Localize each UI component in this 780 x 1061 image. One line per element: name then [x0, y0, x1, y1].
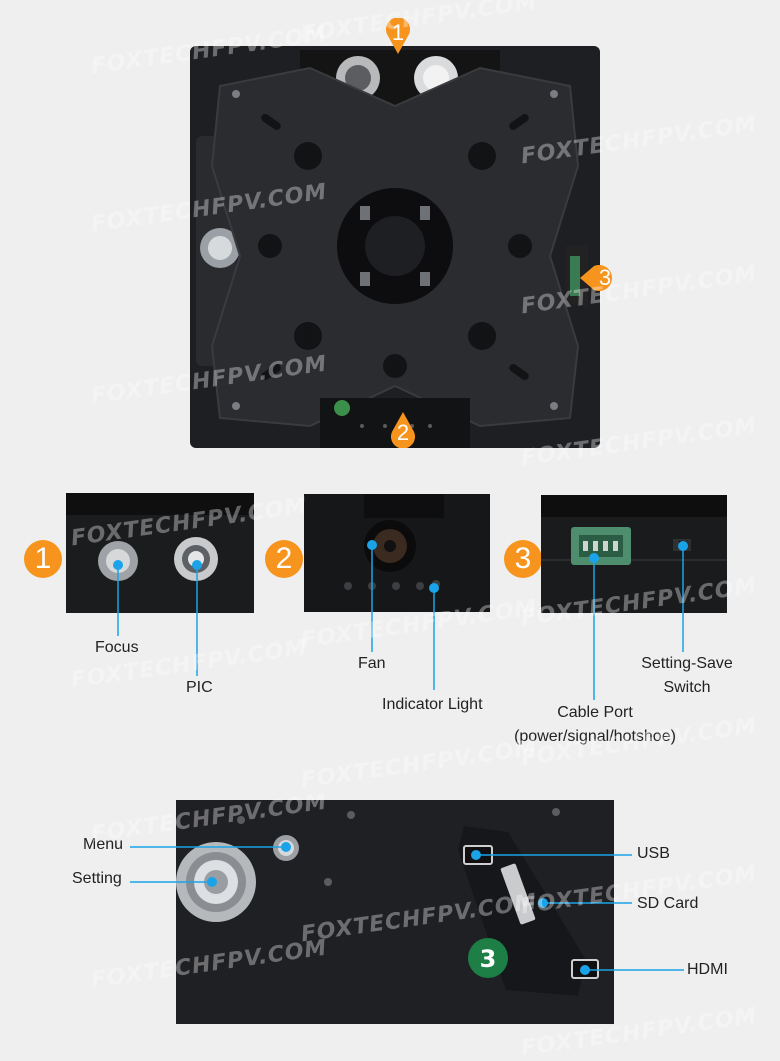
watermark: FOXTECHFPV.COM — [299, 0, 539, 48]
section-badge-2: 2 — [265, 540, 303, 578]
label-sd-card: SD Card — [637, 895, 699, 912]
pin-badge-1: 1 — [385, 17, 411, 54]
label-indicator-light: Indicator Light — [382, 696, 483, 713]
label-fan: Fan — [358, 655, 386, 672]
device-sticker-number: 3 — [480, 945, 497, 973]
label-cable-port-line1: Cable Port — [557, 704, 633, 721]
label-setting-save-line1: Setting-Save — [641, 655, 733, 672]
cable-port-closeup-photo — [541, 495, 727, 613]
label-focus: Focus — [95, 639, 139, 656]
buttons-closeup-photo — [66, 493, 254, 613]
label-pic: PIC — [186, 679, 213, 696]
section-badge-1: 1 — [24, 540, 62, 578]
section-badge-3: 3 — [504, 540, 542, 578]
label-hdmi: HDMI — [687, 961, 728, 978]
label-menu: Menu — [83, 836, 124, 853]
label-cable-port-line2: (power/signal/hotshoe) — [514, 728, 676, 745]
pin-badge-3: 3 — [580, 264, 618, 292]
label-setting-save-line2: Switch — [663, 679, 711, 696]
pin-badge-2: 2 — [390, 412, 416, 449]
label-setting: Setting — [72, 870, 122, 887]
side-panel-photo: 3 — [176, 800, 614, 1024]
label-setting-save-switch: Setting-Save Switch — [627, 652, 747, 700]
top-device-photo — [190, 46, 600, 448]
label-usb: USB — [637, 845, 670, 862]
label-cable-port: Cable Port (power/signal/hotshoe) — [495, 701, 695, 749]
fan-closeup-photo — [304, 494, 490, 612]
